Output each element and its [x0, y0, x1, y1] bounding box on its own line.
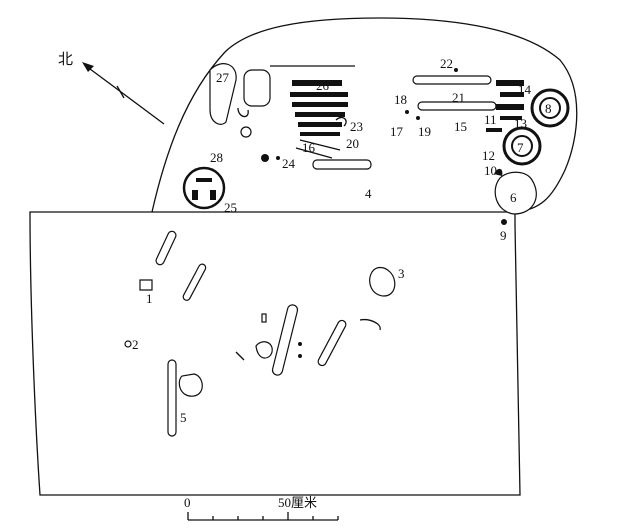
feature-label-19: 19: [418, 124, 431, 139]
long-bone-femur: [271, 304, 299, 376]
feature-label-2: 2: [132, 337, 139, 352]
object-skull-26: [243, 69, 271, 107]
feature-label-21: 21: [452, 90, 465, 105]
feature-label-18: 18: [394, 92, 407, 107]
feature-label-23: 23: [350, 119, 363, 134]
feature-label-12: 12: [482, 148, 495, 163]
feature-label-28: 28: [210, 150, 223, 165]
scale-zero-label: 0: [184, 495, 191, 510]
scale-end-label: 50厘米: [278, 495, 317, 510]
feature-label-11: 11: [484, 112, 497, 127]
pot-6: [494, 168, 537, 215]
feature-label-3: 3: [398, 266, 405, 281]
feature-label-24: 24: [282, 156, 296, 171]
skeleton-ribcage: [270, 65, 355, 159]
feature-label-22: 22: [440, 56, 453, 71]
feature-label-25: 25: [224, 200, 237, 215]
feature-label-14: 14: [518, 82, 532, 97]
north-label: 北: [58, 51, 73, 68]
long-bone-22: [412, 75, 492, 85]
long-bone-5: [167, 359, 203, 437]
small-bones-lower: [235, 313, 381, 361]
north-arrow: [82, 62, 165, 125]
feature-label-20: 20: [346, 136, 359, 151]
feature-label-16: 16: [302, 140, 316, 155]
feature-label-10: 10: [484, 163, 497, 178]
long-bone-tibia: [317, 319, 347, 367]
object-27-stone: [209, 63, 237, 125]
small-finds-upper: [237, 107, 347, 162]
pit-outline: [29, 17, 578, 496]
feature-label-9: 9: [500, 228, 507, 243]
feature-label-5: 5: [180, 410, 187, 425]
feature-label-26: 26: [316, 78, 330, 93]
object-2: [124, 340, 132, 348]
small-finds-right: [405, 68, 507, 225]
pot-3: [369, 266, 396, 297]
feature-label-7: 7: [517, 140, 524, 155]
vessel-25: [182, 166, 226, 210]
feature-label-17: 17: [390, 124, 404, 139]
feature-label-6: 6: [510, 190, 517, 205]
long-bone-lower-b: [182, 263, 207, 301]
feature-label-27: 27: [216, 70, 230, 85]
ring-vessel-8: [530, 88, 570, 128]
feature-label-13: 13: [514, 116, 527, 131]
feature-label-4: 4: [365, 186, 372, 201]
feature-label-1: 1: [146, 291, 153, 306]
bone-cluster-14-11: [486, 80, 524, 132]
feature-label-8: 8: [545, 101, 552, 116]
scale-bar: [187, 512, 339, 521]
long-bone-lower-a: [155, 230, 177, 266]
ring-vessel-7: [502, 126, 542, 166]
long-bone-4: [312, 159, 372, 170]
object-1: [139, 279, 153, 291]
feature-label-15: 15: [454, 119, 467, 134]
